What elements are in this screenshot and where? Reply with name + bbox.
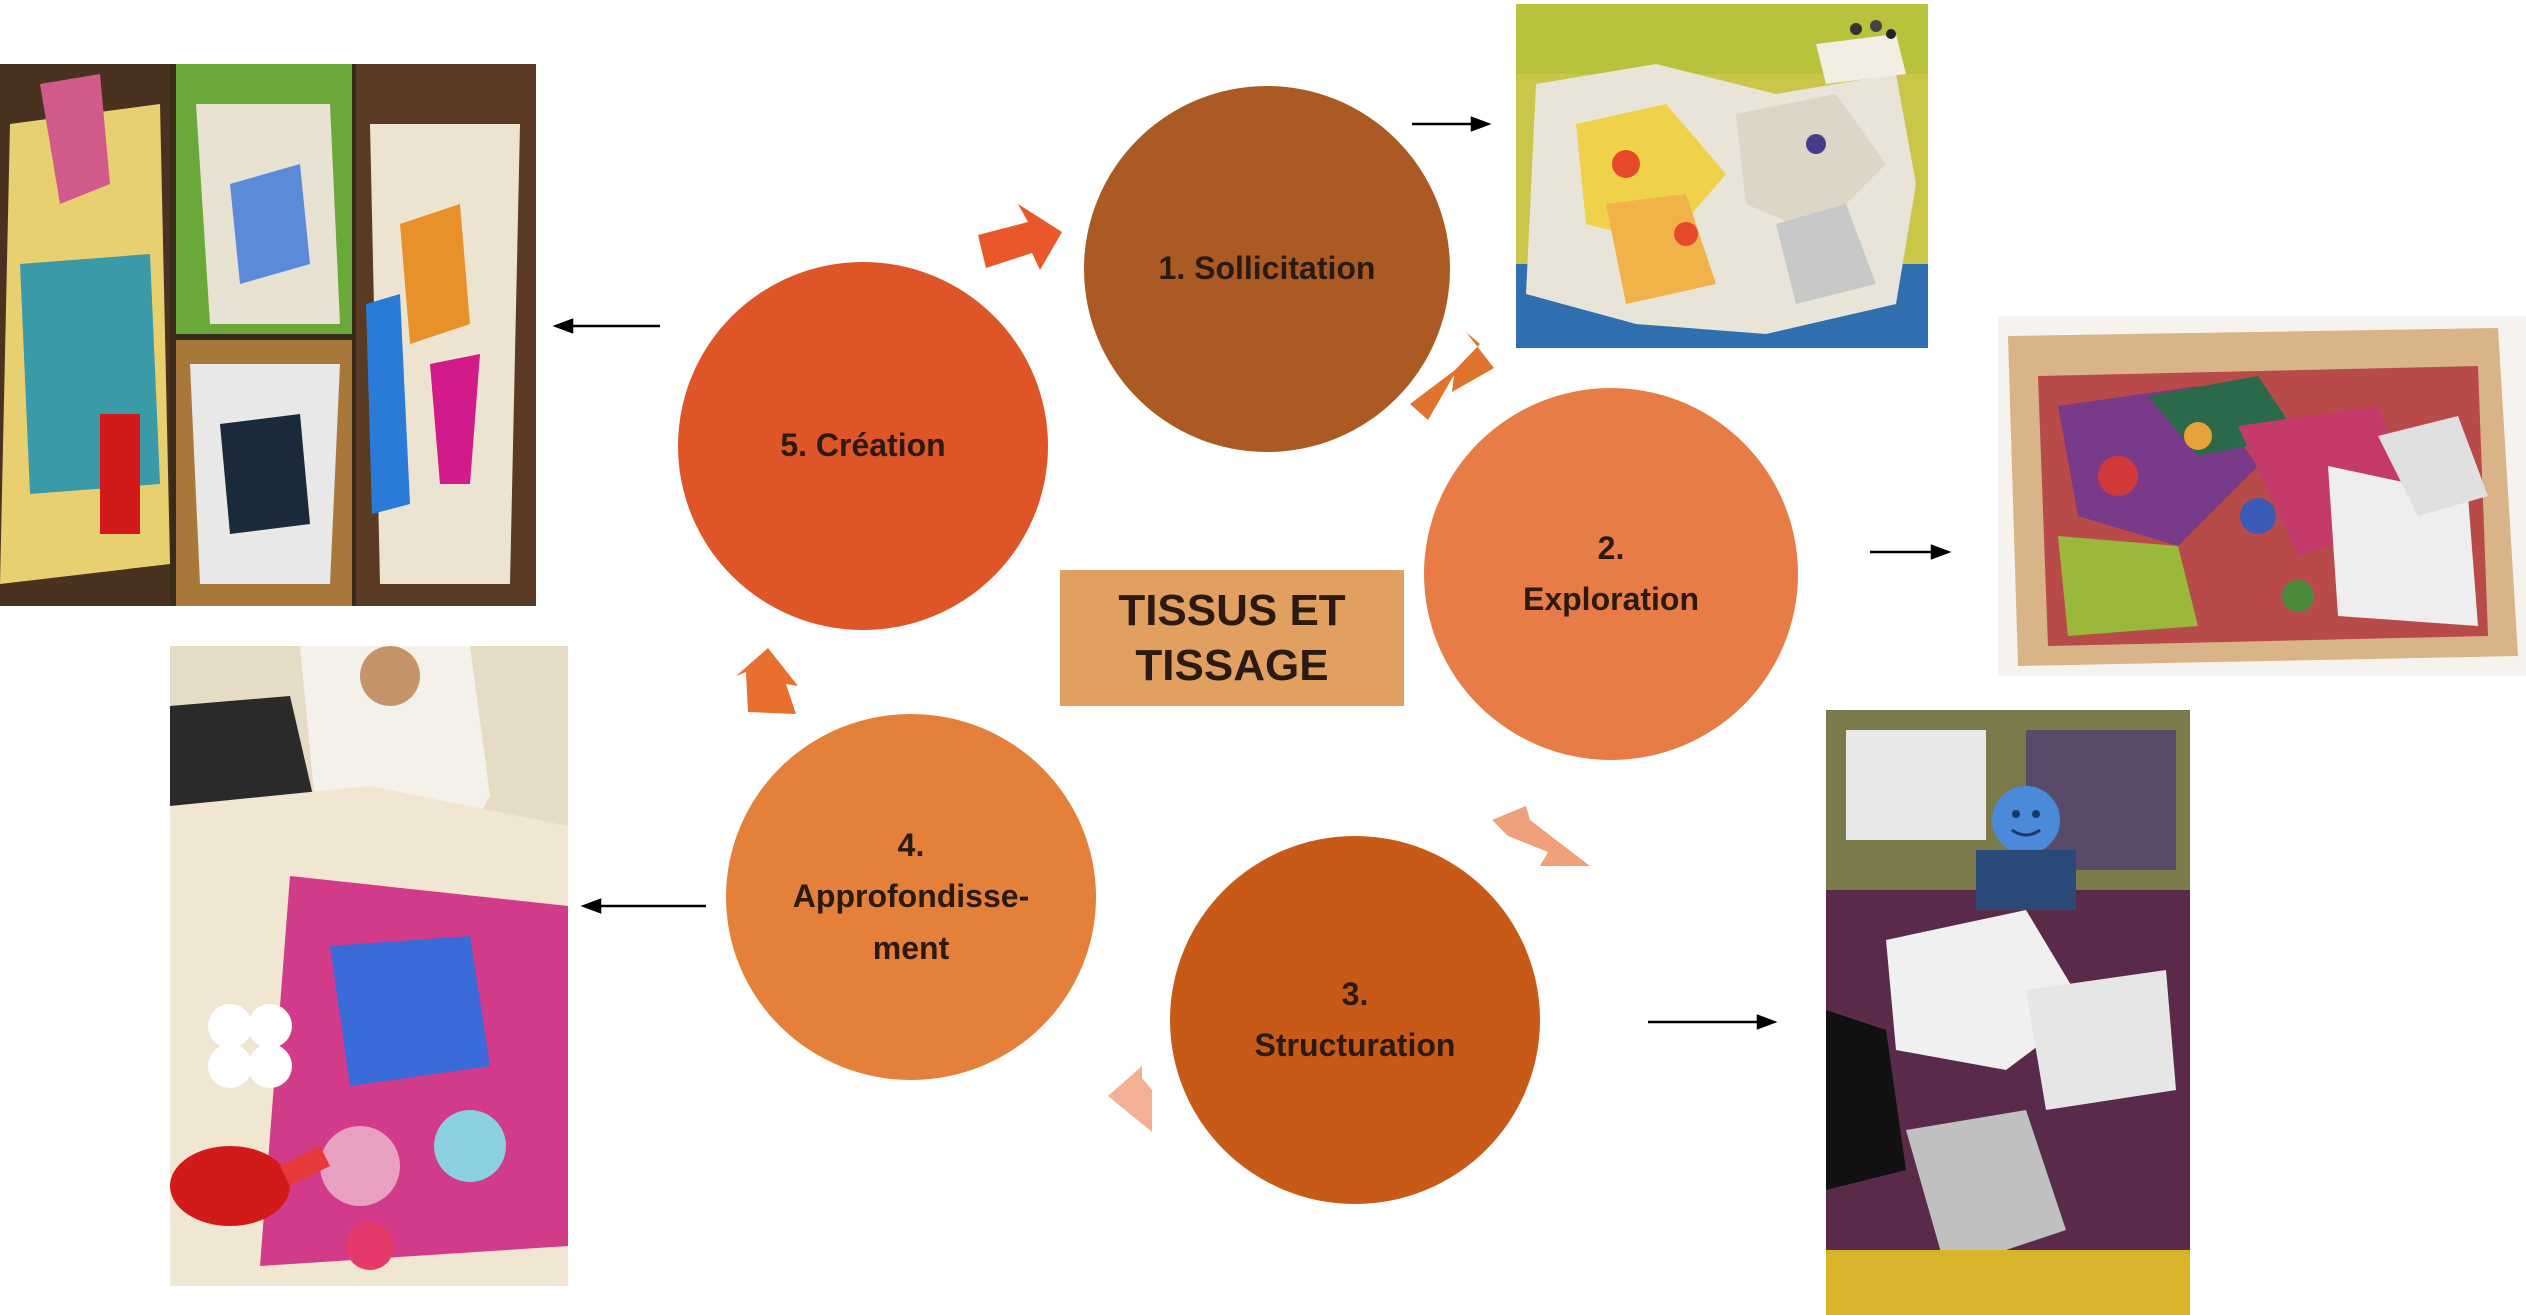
step-4-label-line2: ment — [872, 929, 950, 966]
title-line2: TISSAGE — [1135, 641, 1329, 690]
step-2-number: 2. — [1597, 529, 1625, 566]
photo-child-weaving — [1826, 710, 2190, 1315]
title-box: TISSUS ET TISSAGE — [1060, 570, 1404, 706]
step-4-approfondissement: 4. Approfondisse- ment — [726, 714, 1096, 1080]
step-3-structuration: 3. Structuration — [1170, 836, 1540, 1204]
cycle-arrow-3-to-4 — [1108, 1066, 1152, 1132]
cycle-arrow-4-to-5 — [736, 648, 798, 714]
step-4-label-line1: Approfondisse- — [792, 878, 1030, 915]
step-4-number: 4. — [897, 827, 925, 864]
photo-fabric-scraps — [1516, 4, 1928, 348]
step-2-label: Exploration — [1522, 581, 1699, 617]
pointer-arrows — [552, 116, 1952, 1030]
photo-children-crafting — [170, 646, 568, 1286]
title-line1: TISSUS ET — [1118, 586, 1346, 635]
step-3-number: 3. — [1341, 975, 1369, 1012]
photo-yarn-box — [1998, 316, 2526, 676]
step-2-exploration: 2. Exploration — [1424, 388, 1798, 760]
cycle-arrow-5-to-1 — [978, 204, 1062, 270]
cycle-arrow-2-to-3 — [1492, 806, 1590, 866]
step-1-label: 1. Sollicitation — [1158, 250, 1376, 287]
step-5-label: 5. Création — [780, 427, 946, 464]
step-1-sollicitation: 1. Sollicitation — [1084, 86, 1450, 452]
step-3-label: Structuration — [1254, 1027, 1456, 1063]
step-5-creation: 5. Création — [678, 262, 1048, 630]
photo-finished-garments — [0, 64, 536, 606]
cycle-arrow-1-to-2 — [1410, 332, 1494, 420]
